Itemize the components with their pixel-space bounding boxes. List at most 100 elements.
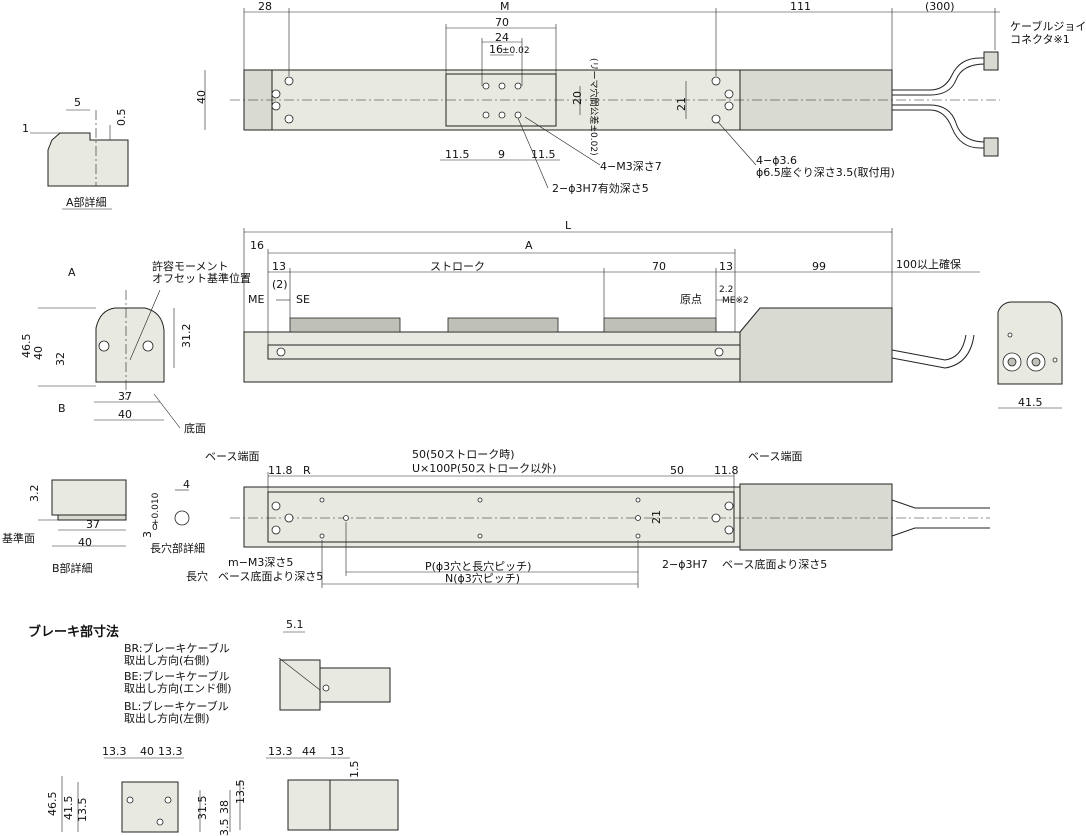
dim-16: 16 (489, 43, 503, 56)
end-note-offset: オフセット基準位置 (152, 271, 251, 285)
dim-11-5b: 11.5 (531, 148, 556, 161)
bottom-phi3: 2−ϕ3H7 (662, 558, 708, 571)
brake-br-2: 取出し方向(右側) (124, 653, 210, 667)
slot-label: 長穴部詳細 (150, 541, 205, 555)
dim-11-5a: 11.5 (445, 148, 470, 161)
slot-detail: 4 3 +0.010 0 長穴部詳細 (141, 478, 205, 555)
bottom-view: ベース端面 ベース端面 11.8 R 50(50ストローク時) U×100P(5… (186, 448, 990, 588)
dim-M: M (500, 0, 510, 13)
callout-phi36: 4−ϕ3.6 (756, 154, 797, 167)
label-ME: ME (248, 293, 264, 306)
b-dim-37: 37 (86, 518, 100, 531)
callout-cable-joint: ケーブルジョイント (1010, 19, 1086, 33)
bottom-phi3-depth: ベース底面より深さ5 (722, 557, 827, 571)
dim-stroke: ストローク (430, 260, 485, 273)
dim-111: 111 (790, 0, 811, 13)
front-motor (739, 307, 893, 383)
top-view-labels: 28 M 111 (300) 70 24 16 ±0.02 40 20 (リーマ… (195, 0, 1086, 195)
end-dim-37: 37 (118, 390, 132, 403)
end-dim-40: 40 (32, 346, 45, 360)
b-label: B部詳細 (52, 561, 93, 575)
front-view-labels: L 16 A 13 ストローク 70 13 99 100以上確保 (2) ME … (248, 219, 961, 306)
bottom-dim-50: 50(50ストローク時) (412, 448, 515, 461)
right-dim-415: 41.5 (1018, 396, 1043, 409)
brake-bl-2: 取出し方向(左側) (124, 711, 210, 725)
end-bottom: 底面 (184, 421, 206, 435)
dim-24: 24 (495, 31, 509, 44)
dim-16-tol: ±0.02 (502, 46, 530, 56)
bottom-dim-N: N(ϕ3穴ピッチ) (445, 571, 520, 585)
end-label-B: B (58, 402, 66, 415)
brake-end-133b: 13.3 (158, 745, 183, 758)
brake-br-1: BR:ブレーキケーブル (124, 641, 230, 655)
dim-70f: 70 (652, 260, 666, 273)
brake-be-2: 取出し方向(エンド側) (124, 681, 232, 695)
bottom-base-end-right: ベース端面 (748, 450, 802, 463)
dim-70: 70 (495, 16, 509, 29)
detail-a: 5 1 0.5 A部詳細 (22, 96, 129, 210)
brake-end-415: 41.5 (62, 796, 75, 821)
dim-13b: 13 (719, 260, 733, 273)
brake-side-133: 13.3 (268, 745, 293, 758)
brake-bl-1: BL:ブレーキケーブル (124, 699, 229, 713)
a-dim-5: 5 (74, 96, 81, 109)
slot-dim-3: 3 (141, 531, 154, 538)
brake-side-44: 44 (302, 745, 316, 758)
right-end-view: 41.5 (997, 301, 1063, 409)
brake-dim-51: 5.1 (286, 618, 304, 631)
brake-side-13: 13 (330, 745, 344, 758)
brake-side-15: 1.5 (348, 761, 361, 779)
brake-end-133a: 13.3 (102, 745, 127, 758)
dim-28: 28 (258, 0, 272, 13)
dim-22: 2.2 (719, 285, 733, 295)
dim-99: 99 (812, 260, 826, 273)
end-dim-40h: 40 (118, 408, 132, 421)
b-dim-40: 40 (78, 536, 92, 549)
dim-2: (2) (272, 278, 288, 291)
slot-tol-top: +0.010 (151, 492, 161, 526)
end-label-A: A (68, 266, 76, 279)
end-view: A B 46.5 40 32 31.2 37 40 許容モーメント オフセット基… (20, 259, 251, 435)
label-origin: 原点 (680, 293, 702, 306)
dim-300: (300) (925, 0, 955, 13)
bottom-dim-118b: 11.8 (714, 464, 739, 477)
bottom-dim-21: 21 (650, 510, 663, 524)
dim-16f: 16 (250, 239, 264, 252)
callout-phi3: 2−ϕ3H7有効深さ5 (552, 181, 649, 195)
dim-A: A (525, 239, 533, 252)
callout-phi65: ϕ6.5座ぐり深さ3.5(取付用) (756, 165, 895, 179)
top-view (204, 8, 1000, 189)
brake-side-35: 3.5 (218, 819, 231, 836)
end-dim-312: 31.2 (180, 324, 193, 349)
a-label: A部詳細 (66, 195, 107, 209)
brake-be-1: BE:ブレーキケーブル (124, 669, 230, 683)
rail-note: (リーマ穴間公差±0.02) (588, 58, 600, 156)
brake-title: ブレーキ部寸法 (28, 624, 119, 640)
brake-end-465: 46.5 (46, 792, 59, 817)
a-dim-1: 1 (22, 122, 29, 135)
bottom-dim-50b: 50 (670, 464, 684, 477)
label-SE: SE (296, 293, 310, 306)
dim-40: 40 (195, 90, 208, 104)
dim-13a: 13 (272, 260, 286, 273)
brake-side-135: 13.5 (234, 780, 247, 805)
brake-end-135: 13.5 (76, 798, 89, 823)
bottom-dim-R: R (303, 464, 311, 477)
brake-section: ブレーキ部寸法 5.1 BR:ブレーキケーブル 取出し方向(右側) BE:ブレー… (28, 618, 399, 836)
bottom-dim-U: U×100P(50ストローク以外) (412, 462, 556, 475)
brake-end-40: 40 (140, 745, 154, 758)
callout-m3: 4−M3深さ7 (600, 160, 662, 173)
label-ME2: ME※2 (722, 296, 749, 306)
bottom-slot: 長穴 (186, 569, 208, 583)
bottom-slot-depth: ベース底面より深さ5 (218, 569, 323, 583)
dim-100: 100以上確保 (896, 257, 961, 271)
dim-20: 20 (571, 91, 584, 105)
dim-L: L (565, 219, 572, 232)
bottom-dim-118a: 11.8 (268, 464, 293, 477)
bottom-dim-P: P(ϕ3穴と長穴ピッチ) (425, 559, 531, 573)
dim-21: 21 (675, 97, 688, 111)
bottom-base-end-left: ベース端面 (205, 450, 259, 463)
bottom-m3: m−M3深さ5 (228, 556, 293, 569)
b-base: 基準面 (2, 531, 35, 545)
